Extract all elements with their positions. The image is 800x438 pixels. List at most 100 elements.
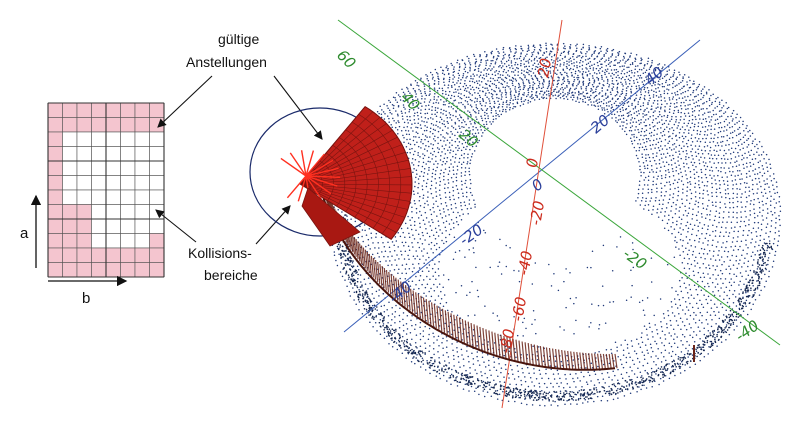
point [435,169,437,172]
point [678,97,681,99]
point [450,373,453,376]
point [689,188,691,191]
point [461,354,463,356]
grid-cell-valid [91,160,107,176]
point [633,117,636,120]
point [631,72,633,74]
point [718,101,721,104]
point [743,141,746,144]
point [709,146,712,149]
point [378,295,380,297]
point [418,267,421,269]
point [455,176,458,179]
grid-cell-valid [91,131,107,147]
point [655,91,657,93]
point [702,96,704,99]
point [701,216,703,218]
point [536,66,539,68]
point [749,161,751,164]
point [710,325,713,328]
point [650,257,653,259]
point [724,330,726,333]
point [691,348,694,350]
point [702,263,705,265]
point [543,72,546,74]
point [693,297,695,299]
point [618,50,621,53]
point [487,73,490,75]
point [745,244,747,246]
point [422,234,424,237]
point [348,290,351,293]
point [740,211,742,213]
point [772,173,775,175]
point [666,88,668,90]
point [474,65,477,68]
point [464,256,466,258]
point [714,314,717,317]
point [539,56,542,59]
point [754,138,756,140]
point [447,84,450,86]
point [605,59,607,61]
point [488,364,490,367]
point [394,316,396,318]
point [520,78,523,80]
point [403,121,406,124]
point [669,194,671,196]
point [441,72,444,75]
point [722,180,725,182]
point [484,372,486,375]
point [695,334,698,336]
point [428,83,430,85]
point [423,101,426,103]
point [530,60,533,62]
point [740,196,742,198]
point [746,146,748,148]
point [719,115,721,118]
point [446,340,448,342]
point [356,285,358,287]
point [587,82,590,85]
point [610,93,612,96]
point [527,44,530,47]
grid-cell-valid [76,175,92,191]
point [382,292,385,295]
point [384,113,386,115]
point [419,124,422,126]
point [672,82,674,85]
point [425,185,428,188]
point [696,262,699,264]
point [421,185,424,187]
point [490,109,493,111]
point [662,199,665,201]
point [562,91,564,94]
point [670,205,673,208]
point [631,345,634,347]
point [484,305,486,307]
point [676,336,678,338]
point [437,81,440,83]
point [511,70,513,73]
point [443,109,445,112]
point [439,229,441,231]
point [450,176,453,179]
point [549,63,551,66]
point [447,173,450,175]
point [468,96,470,98]
point [744,205,747,208]
point [508,347,511,349]
point [633,363,635,366]
point [738,120,740,122]
point [493,361,496,363]
point [737,174,739,177]
point [711,182,713,185]
point [621,377,624,380]
point [746,139,748,142]
point [474,122,476,125]
point [514,351,517,354]
point [466,75,468,78]
point [694,116,697,118]
point [484,67,487,70]
point [631,370,633,372]
